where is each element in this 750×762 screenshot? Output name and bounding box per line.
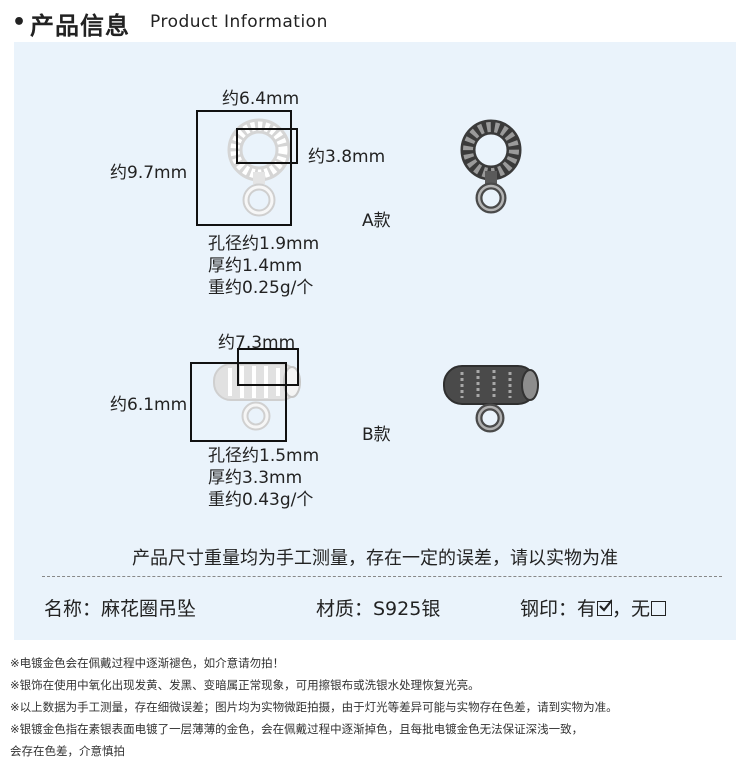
dashed-divider — [42, 576, 722, 577]
header-title-cn: 产品信息 — [30, 12, 130, 40]
product-info-panel: 约6.4mm 约9.7mm 约3.8mm A款 孔径约1.9mm 厚约1.4mm… — [14, 42, 736, 640]
header-bullet: • — [12, 10, 27, 35]
b-width-frame — [237, 348, 299, 386]
footer-line: ※电镀金色会在佩戴过程中逐渐褪色，如介意请勿拍！ — [10, 656, 285, 670]
a-width-label: 约6.4mm — [222, 89, 300, 109]
product-name: 名称：麻花圈吊坠 — [44, 598, 197, 620]
stamp-mid: ，无 — [612, 598, 651, 620]
b-weight: 重约0.43g/个 — [208, 490, 314, 510]
a-thickness: 厚约1.4mm — [208, 256, 303, 276]
a-weight: 重约0.25g/个 — [208, 278, 314, 298]
stamp-prefix: 钢印：有 — [520, 598, 597, 620]
b-spec-list: 孔径约1.5mm 厚约3.3mm 重约0.43g/个 — [208, 445, 319, 511]
a-style-label: A款 — [362, 211, 391, 231]
product-material: 材质：S925银 — [316, 598, 441, 620]
pendant-a-silver-image — [227, 118, 291, 217]
a-hole-size: 孔径约1.9mm — [208, 234, 320, 254]
a-height-frame — [196, 110, 292, 226]
product-stamp: 钢印：有 ，无 — [520, 594, 667, 621]
pendant-b-silver-image — [213, 363, 301, 431]
footer-notes: ※电镀金色会在佩戴过程中逐渐褪色，如介意请勿拍！ ※银饰在使用中氧化出现发黄、发… — [10, 652, 745, 762]
footer-line: 会存在色差，介意慎拍 — [10, 744, 125, 758]
b-width-label: 约7.3mm — [218, 333, 296, 353]
pendant-a-oxidized-image — [460, 119, 522, 214]
b-thickness: 厚约3.3mm — [208, 468, 303, 488]
a-inner-frame — [236, 128, 298, 164]
measurement-note: 产品尺寸重量均为手工测量，存在一定的误差，请以实物为准 — [132, 548, 618, 569]
stamp-no-checkbox-icon — [651, 601, 667, 616]
a-height-label: 约9.7mm — [110, 163, 188, 183]
b-style-label: B款 — [362, 425, 391, 445]
footer-line: ※银饰在使用中氧化出现发黄、发黑、变暗属正常现象，可用擦银布或洗银水处理恢复光亮… — [10, 678, 480, 692]
b-height-label: 约6.1mm — [110, 395, 188, 415]
header-title-en: Product Information — [150, 12, 328, 32]
section-header: • 产品信息 Product Information — [0, 0, 750, 44]
stamp-yes-checkbox-icon — [597, 599, 613, 616]
a-inner-label: 约3.8mm — [308, 147, 386, 167]
footer-line: ※以上数据为手工测量，存在细微误差；图片均为实物微距拍摄，由于灯光等差异可能与实… — [10, 700, 618, 714]
a-spec-list: 孔径约1.9mm 厚约1.4mm 重约0.25g/个 — [208, 233, 319, 299]
b-hole-size: 孔径约1.5mm — [208, 446, 320, 466]
footer-line: ※银镀金色指在素银表面电镀了一层薄薄的金色，会在佩戴过程中逐渐掉色，且每批电镀金… — [10, 722, 584, 736]
pendant-b-oxidized-image — [443, 365, 539, 433]
